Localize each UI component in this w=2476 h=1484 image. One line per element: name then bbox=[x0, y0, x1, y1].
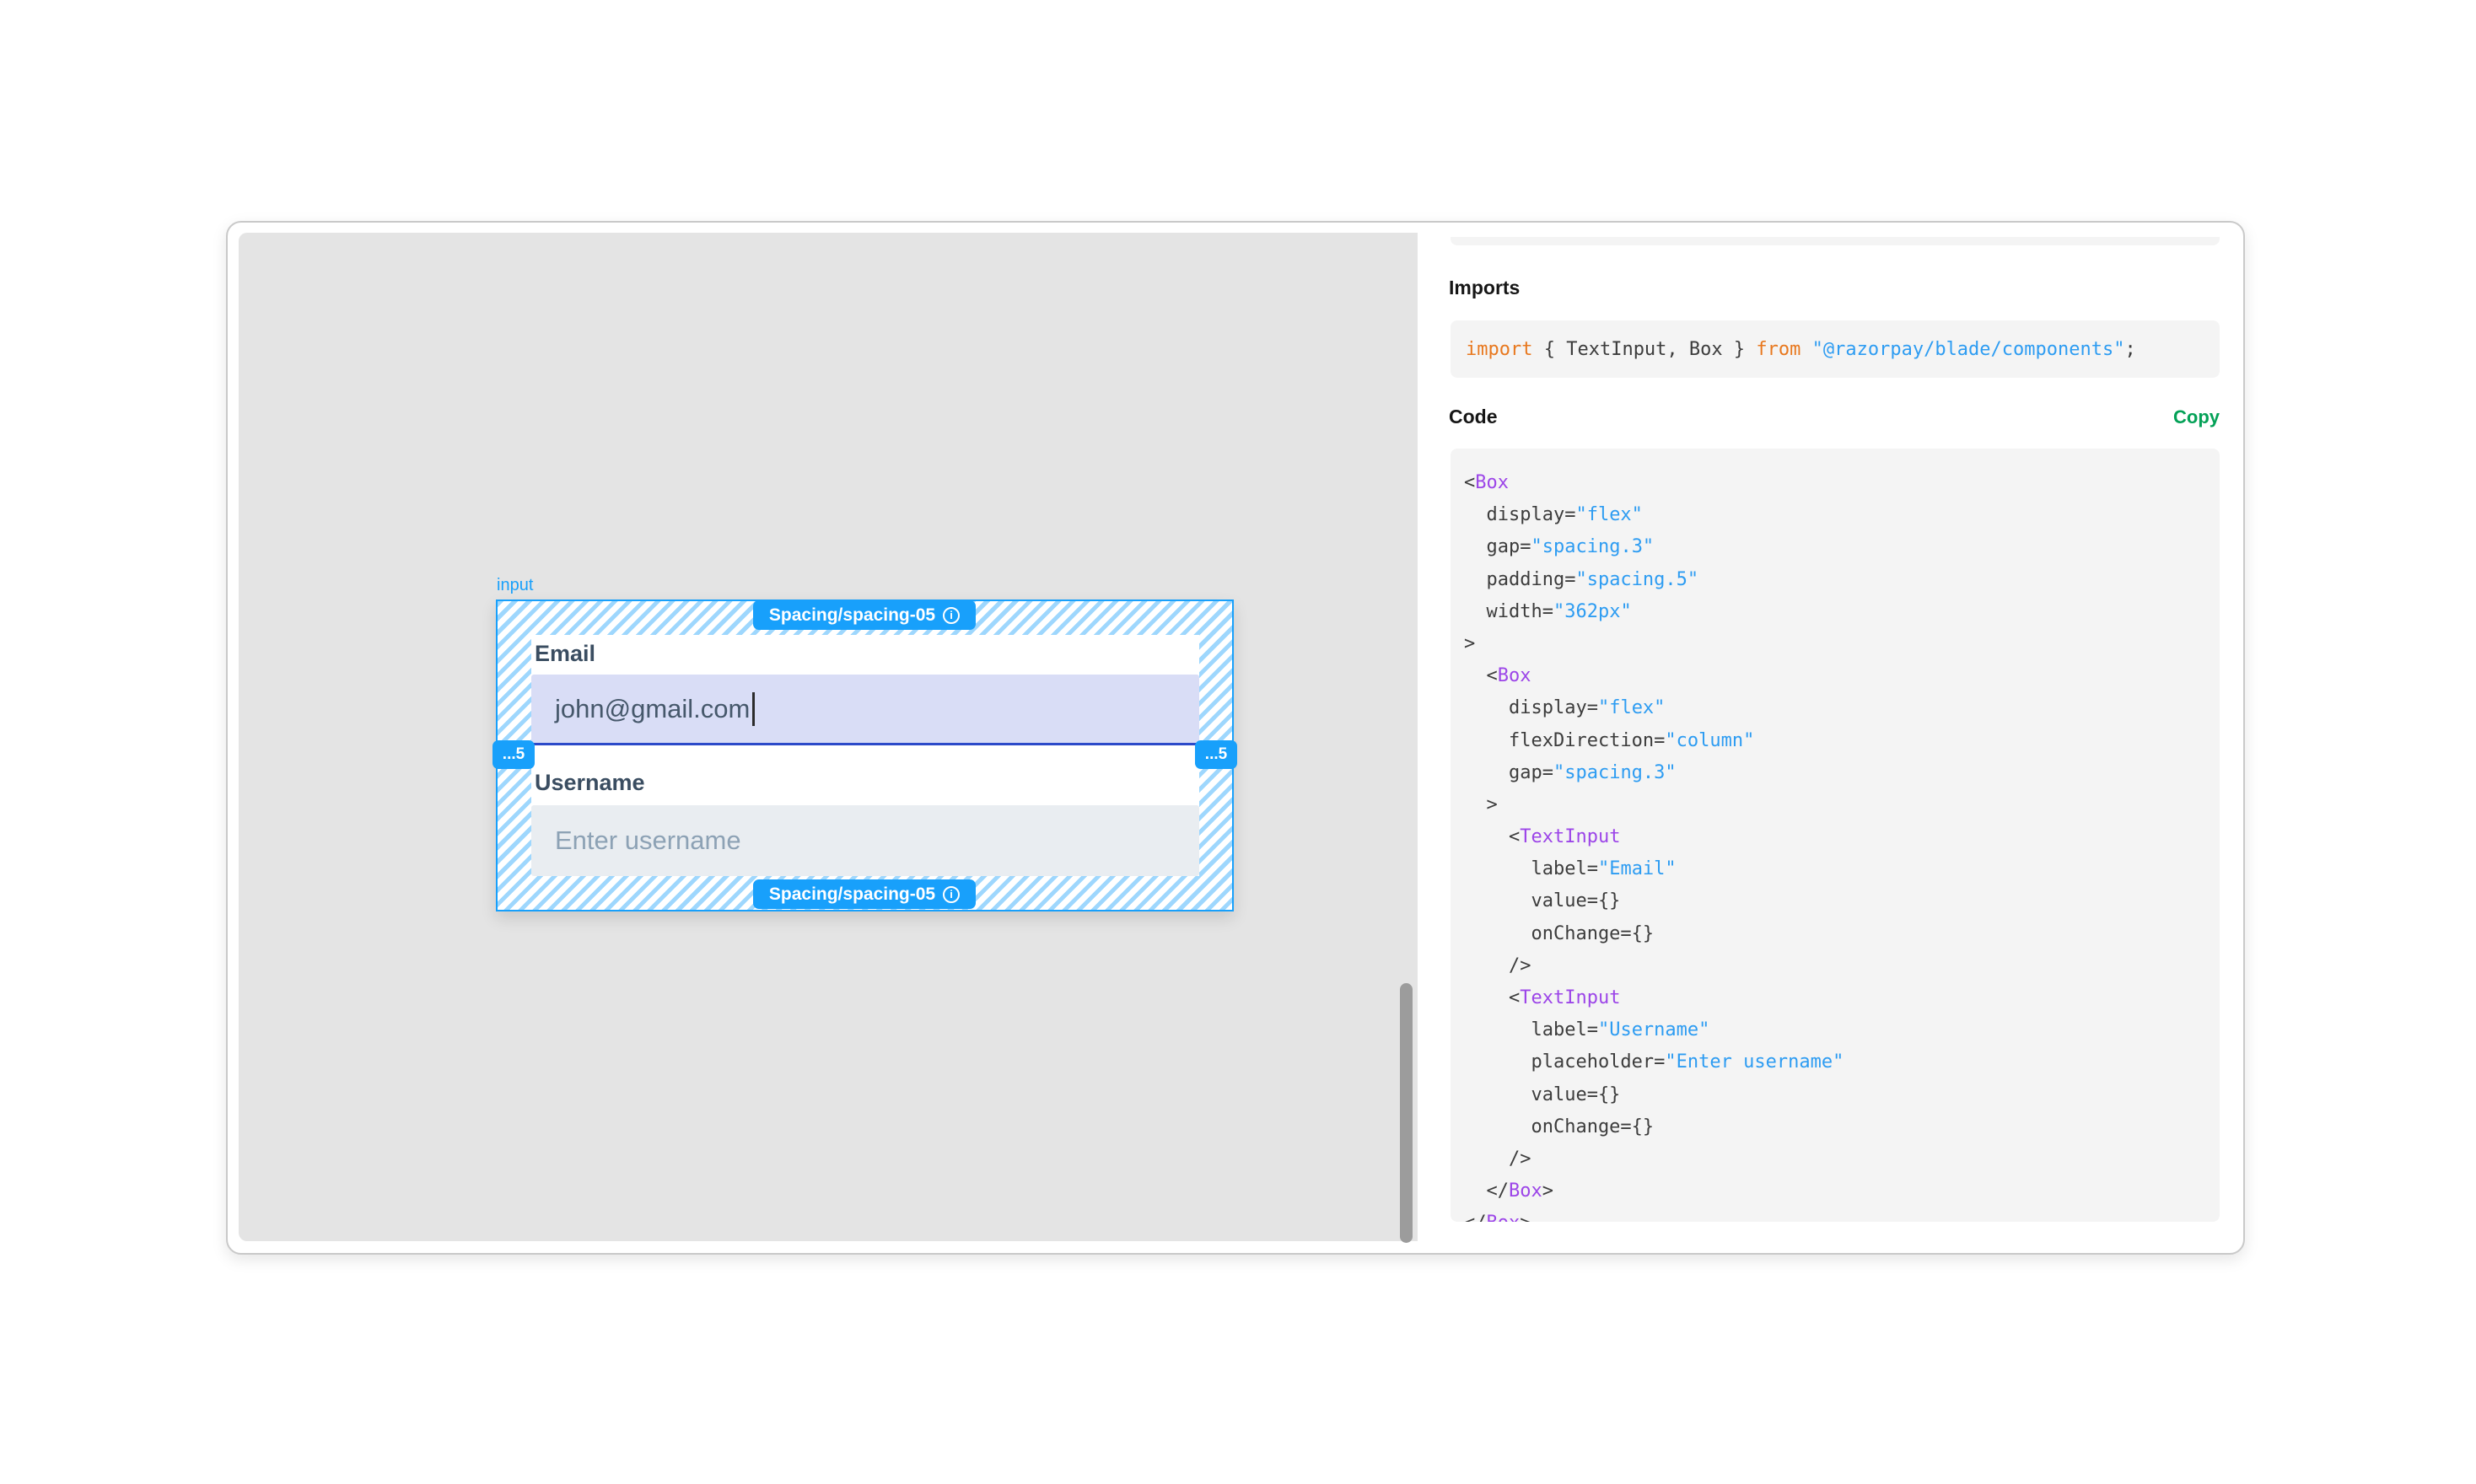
code-token: import bbox=[1466, 338, 1533, 360]
code-token: onChange={} bbox=[1464, 1116, 1655, 1137]
code-token: flexDirection= bbox=[1464, 729, 1666, 751]
code-line: </Box> bbox=[1464, 1207, 2220, 1222]
info-icon bbox=[943, 885, 961, 903]
code-line: display="flex" bbox=[1464, 499, 2220, 531]
code-token: placeholder= bbox=[1464, 1051, 1666, 1073]
code-token: < bbox=[1464, 987, 1521, 1008]
code-token: display= bbox=[1464, 504, 1576, 526]
code-token: onChange={} bbox=[1464, 922, 1655, 944]
code-line: label="Username" bbox=[1464, 1014, 2220, 1046]
code-line: <Box bbox=[1464, 660, 2220, 692]
code-token: </ bbox=[1464, 1212, 1487, 1222]
code-token: from bbox=[1756, 338, 1801, 360]
code-token: > bbox=[1520, 1212, 1531, 1222]
code-token: value={} bbox=[1464, 890, 1621, 912]
code-line: value={} bbox=[1464, 885, 2220, 917]
code-token: < bbox=[1464, 826, 1521, 848]
spacing-badge-bottom-label: Spacing/spacing-05 bbox=[768, 884, 936, 904]
code-line: padding="spacing.5" bbox=[1464, 564, 2220, 596]
code-token: TextInput bbox=[1520, 987, 1621, 1008]
code-token: "column" bbox=[1665, 729, 1755, 751]
email-value: john@gmail.com bbox=[555, 693, 751, 723]
code-token bbox=[1800, 339, 1811, 360]
imports-heading: Imports bbox=[1449, 277, 1521, 298]
code-line: </Box> bbox=[1464, 1175, 2220, 1207]
code-token: < bbox=[1464, 472, 1476, 493]
scrolled-block-remnant bbox=[1451, 237, 2220, 245]
code-token: { TextInput, Box } bbox=[1532, 338, 1757, 360]
code-token: "spacing.3" bbox=[1531, 536, 1655, 558]
code-heading: Code bbox=[1449, 406, 1498, 427]
code-token: value={} bbox=[1464, 1083, 1621, 1105]
code-token: display= bbox=[1464, 697, 1598, 719]
code-line: label="Email" bbox=[1464, 853, 2220, 885]
code-token: width= bbox=[1464, 600, 1553, 622]
code-token: Box bbox=[1475, 472, 1509, 493]
import-code-block: import { TextInput, Box } from "@razorpa… bbox=[1451, 320, 2220, 378]
code-line: > bbox=[1464, 789, 2220, 821]
username-label: Username bbox=[535, 770, 645, 795]
code-token: > bbox=[1464, 793, 1498, 815]
code-line: display="flex" bbox=[1464, 692, 2220, 724]
username-input[interactable]: Enter username bbox=[531, 805, 1199, 876]
code-line: /> bbox=[1464, 950, 2220, 982]
code-line: <Box bbox=[1464, 467, 2220, 499]
code-line: flexDirection="column" bbox=[1464, 725, 2220, 757]
code-line: onChange={} bbox=[1464, 1111, 2220, 1143]
code-line: width="362px" bbox=[1464, 596, 2220, 628]
code-token: ; bbox=[2124, 338, 2136, 360]
code-line: <TextInput bbox=[1464, 821, 2220, 853]
code-line: > bbox=[1464, 628, 2220, 660]
code-line: /> bbox=[1464, 1143, 2220, 1175]
code-token: TextInput bbox=[1520, 826, 1621, 848]
code-token: "Username" bbox=[1597, 1019, 1710, 1041]
canvas-scrollbar-thumb[interactable] bbox=[1400, 983, 1413, 1243]
code-line: placeholder="Enter username" bbox=[1464, 1046, 2220, 1078]
copy-button[interactable]: Copy bbox=[2173, 406, 2220, 427]
code-token: label= bbox=[1464, 1019, 1598, 1041]
code-line: value={} bbox=[1464, 1079, 2220, 1111]
code-token: gap= bbox=[1464, 536, 1531, 558]
email-label: Email bbox=[535, 641, 596, 666]
spacing-badge-top: Spacing/spacing-05 bbox=[753, 600, 976, 630]
code-token: "spacing.3" bbox=[1553, 761, 1677, 783]
frame-name-label[interactable]: input bbox=[497, 576, 534, 594]
code-line: onChange={} bbox=[1464, 918, 2220, 950]
text-caret bbox=[752, 691, 756, 726]
email-input[interactable]: john@gmail.com bbox=[531, 675, 1199, 745]
code-token: padding= bbox=[1464, 568, 1576, 590]
code-token: Box bbox=[1487, 1212, 1521, 1222]
padding-badge-left: ...5 bbox=[493, 740, 535, 769]
username-placeholder: Enter username bbox=[555, 825, 741, 855]
code-token: > bbox=[1464, 632, 1476, 654]
info-icon bbox=[943, 606, 961, 624]
code-token: </ bbox=[1464, 1180, 1509, 1202]
code-line: gap="spacing.3" bbox=[1464, 757, 2220, 789]
code-token: "flex" bbox=[1597, 697, 1666, 719]
code-token: /> bbox=[1464, 1148, 1531, 1169]
code-line: gap="spacing.3" bbox=[1464, 531, 2220, 563]
code-token: Box bbox=[1497, 665, 1531, 687]
spacing-badge-bottom: Spacing/spacing-05 bbox=[753, 879, 976, 909]
code-token: label= bbox=[1464, 858, 1598, 880]
code-token: /> bbox=[1464, 954, 1531, 976]
code-token: gap= bbox=[1464, 761, 1553, 783]
padding-badge-right: ...5 bbox=[1195, 740, 1237, 769]
code-token: Box bbox=[1508, 1180, 1542, 1202]
code-token: "flex" bbox=[1575, 504, 1643, 526]
code-token: "Enter username" bbox=[1665, 1051, 1844, 1073]
spacing-badge-top-label: Spacing/spacing-05 bbox=[768, 605, 936, 625]
code-token: "spacing.5" bbox=[1575, 568, 1699, 590]
code-line: <TextInput bbox=[1464, 982, 2220, 1014]
code-block: <Box display="flex" gap="spacing.3" padd… bbox=[1451, 449, 2220, 1222]
code-token: "@razorpay/blade/components" bbox=[1811, 338, 2125, 360]
code-token: > bbox=[1542, 1180, 1553, 1202]
code-token: "Email" bbox=[1597, 858, 1677, 880]
code-token: < bbox=[1464, 665, 1498, 687]
code-token: "362px" bbox=[1553, 600, 1632, 622]
